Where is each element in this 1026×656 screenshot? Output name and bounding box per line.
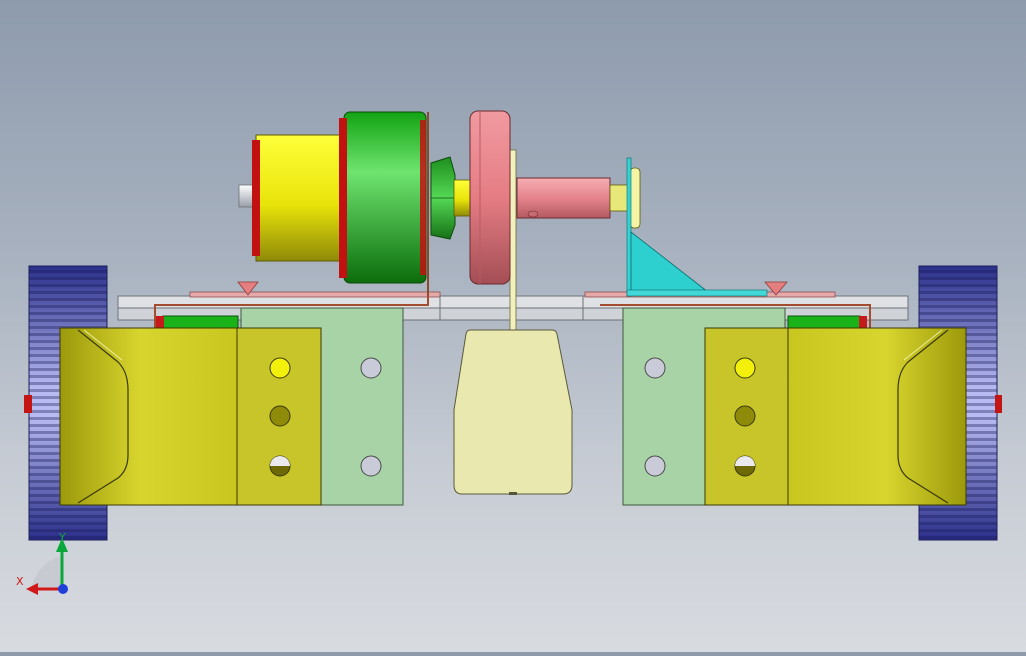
right-side-bracket[interactable] (704, 327, 967, 506)
motor-assembly[interactable] (238, 110, 641, 296)
right-plate-hole (644, 357, 666, 379)
left-bracket-hole (269, 357, 291, 379)
y-arrow-head (56, 538, 68, 552)
x-axis-label: X (16, 575, 24, 588)
cyan-support-bracket[interactable] (626, 157, 768, 297)
z-axis-dot (58, 584, 68, 594)
vertical-rod (509, 149, 517, 331)
y-axis-label: Y (59, 531, 66, 544)
axis-triad[interactable] (26, 538, 68, 595)
left-marker-triangle (237, 281, 259, 296)
motor-red-ring (252, 140, 260, 256)
right-wheel-hub (995, 395, 1002, 413)
right-plate-hole (644, 455, 666, 477)
motor-gearbox-green (343, 111, 427, 284)
right-bracket-hole (734, 357, 756, 379)
left-plate-hole (360, 357, 382, 379)
left-wheel-hub (24, 395, 32, 413)
motor-body-yellow (255, 134, 349, 262)
pink-pulley (469, 110, 511, 285)
left-side-bracket[interactable] (59, 327, 322, 506)
center-paddle[interactable] (453, 149, 573, 495)
x-arrow-head (26, 583, 38, 595)
right-marker-triangle (764, 281, 788, 296)
gearbox-red-ring (339, 118, 347, 278)
coupler (453, 179, 473, 217)
left-red-cap (156, 316, 164, 330)
right-red-cap (859, 316, 867, 330)
right-bracket-hole (734, 405, 756, 427)
left-plate-hole (360, 455, 382, 477)
left-bracket-hole (269, 405, 291, 427)
